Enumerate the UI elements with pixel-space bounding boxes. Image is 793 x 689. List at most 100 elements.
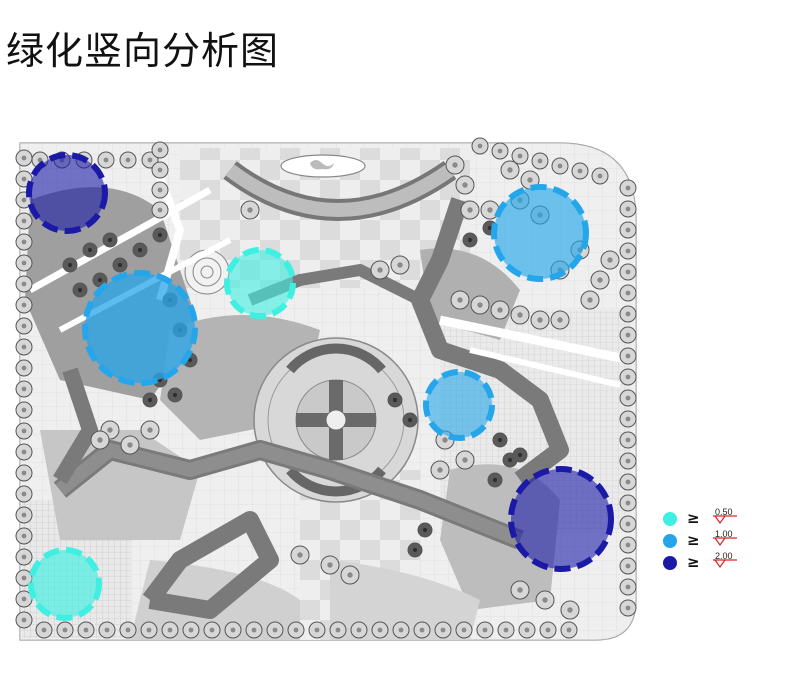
tree-trunk xyxy=(625,479,631,485)
tree-trunk xyxy=(452,162,458,168)
tree-trunk xyxy=(157,147,163,153)
tree-trunk xyxy=(21,302,27,308)
tree-trunk xyxy=(503,627,509,633)
tree-trunk xyxy=(251,627,257,633)
tree-trunk xyxy=(377,627,383,633)
tree-trunk xyxy=(625,374,631,380)
tree-trunk xyxy=(625,395,631,401)
tree-trunk xyxy=(625,416,631,422)
tree-trunk xyxy=(107,427,113,433)
tree-trunk xyxy=(397,262,403,268)
legend: ≥ 0.50 ≥ 1.00 ≥ 2.00 xyxy=(663,507,753,573)
tree-trunk xyxy=(566,627,572,633)
tree-trunk xyxy=(625,332,631,338)
tree-trunk xyxy=(21,428,27,434)
tree-trunk xyxy=(467,207,473,213)
canopy-zone-west xyxy=(82,270,198,386)
tree-trunk xyxy=(125,157,131,163)
tree-trunk xyxy=(21,260,27,266)
tree-trunk xyxy=(457,297,463,303)
tree-trunk xyxy=(21,155,27,161)
tree-trunk xyxy=(407,417,413,423)
tree-trunk xyxy=(487,207,493,213)
tree-trunk xyxy=(412,547,418,553)
tree-trunk xyxy=(21,239,27,245)
tree-trunk xyxy=(67,262,73,268)
tree-trunk xyxy=(117,262,123,268)
canopy-zone-center-north xyxy=(224,247,296,319)
elevation-mark-icon xyxy=(713,559,737,569)
tree-trunk xyxy=(356,627,362,633)
tree-trunk xyxy=(517,312,523,318)
tree-trunk xyxy=(21,596,27,602)
tree-trunk xyxy=(625,437,631,443)
tree-trunk xyxy=(21,176,27,182)
legend-swatch-navy xyxy=(663,556,677,570)
tree-trunk xyxy=(587,297,593,303)
tree-trunk xyxy=(477,143,483,149)
tree-trunk xyxy=(625,248,631,254)
tree-trunk xyxy=(77,287,83,293)
tree-trunk xyxy=(230,627,236,633)
tree-trunk xyxy=(577,168,583,174)
tree-trunk xyxy=(422,527,428,533)
tree-trunk xyxy=(625,185,631,191)
tree-trunk xyxy=(21,407,27,413)
tree-trunk xyxy=(440,627,446,633)
tree-trunk xyxy=(125,627,131,633)
tree-trunk xyxy=(597,173,603,179)
tree-trunk xyxy=(147,157,153,163)
tree-trunk xyxy=(21,554,27,560)
legend-item: ≥ 2.00 xyxy=(663,551,753,573)
tree-trunk xyxy=(21,617,27,623)
tree-trunk xyxy=(517,587,523,593)
tree-trunk xyxy=(147,427,153,433)
canopy-zone-east xyxy=(423,369,495,441)
tree-trunk xyxy=(21,512,27,518)
tree-trunk xyxy=(127,442,133,448)
legend-symbol: ≥ xyxy=(687,509,700,527)
tree-trunk xyxy=(157,167,163,173)
tree-trunk xyxy=(21,386,27,392)
legend-value: 1.00 xyxy=(715,529,733,539)
tree-trunk xyxy=(419,627,425,633)
winding-paths xyxy=(53,148,569,619)
canopy-zones xyxy=(26,152,614,621)
tree-trunk xyxy=(247,207,253,213)
tree-trunk xyxy=(327,562,333,568)
tree-trunk xyxy=(625,605,631,611)
tree-trunk xyxy=(524,627,530,633)
tree-trunk xyxy=(21,533,27,539)
tree-trunk xyxy=(107,237,113,243)
tree-trunk xyxy=(497,307,503,313)
tree-trunk xyxy=(21,449,27,455)
tree-trunk xyxy=(157,207,163,213)
tree-trunk xyxy=(527,177,533,183)
tree-trunk xyxy=(537,317,543,323)
legend-swatch-cyan xyxy=(663,512,677,526)
tree-trunk xyxy=(21,470,27,476)
tree-trunk xyxy=(557,317,563,323)
legend-value: 2.00 xyxy=(715,551,733,561)
tree-trunk xyxy=(392,397,398,403)
tree-trunk xyxy=(557,163,563,169)
tree-trunk xyxy=(625,521,631,527)
tree-trunk xyxy=(87,247,93,253)
tree-trunk xyxy=(146,627,152,633)
page-title: 绿化竖向分析图 xyxy=(6,29,280,73)
tree-trunk xyxy=(272,627,278,633)
tree-trunk xyxy=(137,247,143,253)
tree-trunk xyxy=(507,167,513,173)
tree-trunk xyxy=(97,277,103,283)
tree-trunk xyxy=(625,563,631,569)
tree-trunk xyxy=(625,458,631,464)
tree-trunk xyxy=(97,437,103,443)
legend-value: 0.50 xyxy=(715,507,733,517)
tree-trunk xyxy=(497,437,503,443)
tree-trunk xyxy=(567,607,573,613)
tree-trunk xyxy=(625,311,631,317)
elevation-mark-icon xyxy=(713,515,737,525)
legend-symbol: ≥ xyxy=(687,531,700,549)
tree-trunk xyxy=(437,467,443,473)
